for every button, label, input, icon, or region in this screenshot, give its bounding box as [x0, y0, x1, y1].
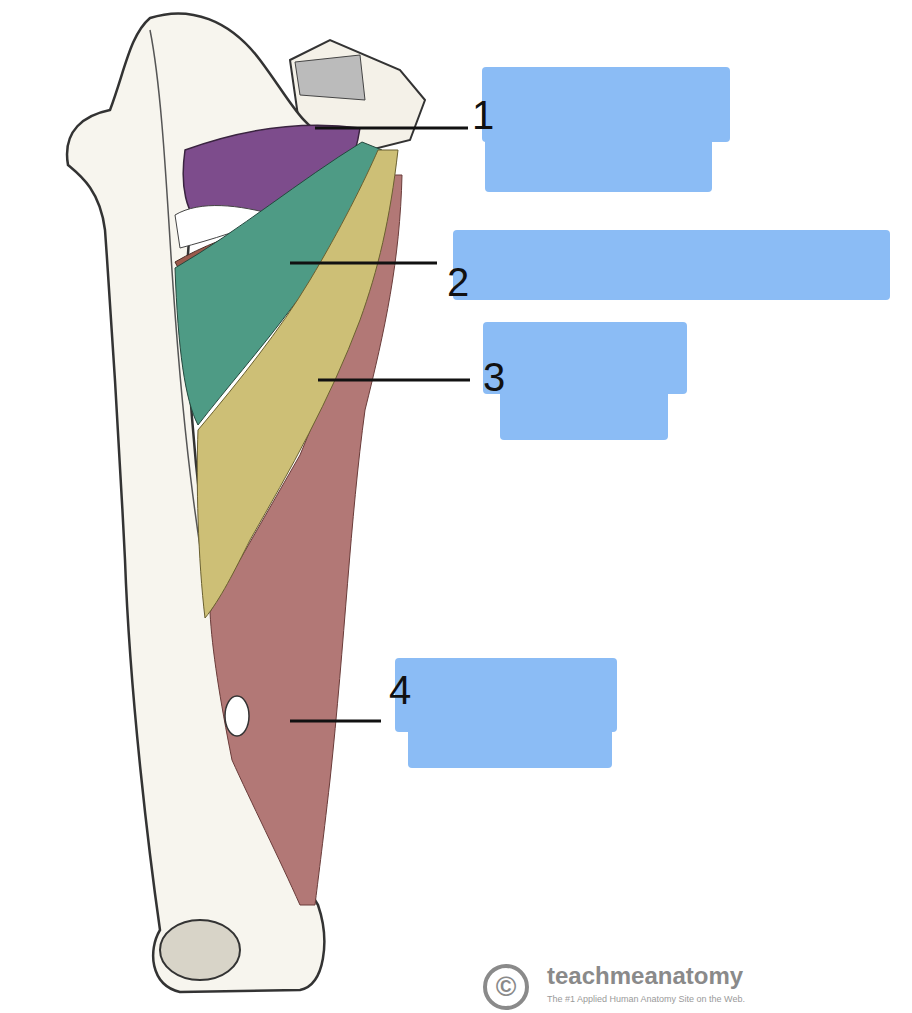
cover-box — [395, 658, 617, 732]
cover-box — [408, 728, 612, 768]
cover-box — [485, 138, 712, 192]
pubic-surface — [295, 55, 365, 100]
condyle — [160, 920, 240, 980]
copyright-ring — [485, 966, 527, 1008]
watermark-subtitle: The #1 Applied Human Anatomy Site on the… — [547, 995, 745, 1004]
muscle-yellow — [197, 150, 398, 618]
leader-line — [290, 720, 381, 723]
leader-line — [315, 127, 468, 130]
answer-covers — [395, 67, 890, 768]
cover-box — [453, 230, 890, 300]
leader-lines — [290, 128, 470, 721]
callout-number: 1 — [472, 95, 494, 135]
callout-number: 4 — [389, 670, 411, 710]
leader-line — [290, 262, 437, 265]
copyright-symbol: © — [496, 973, 517, 1001]
cover-box — [483, 322, 687, 394]
cover-box — [500, 390, 668, 440]
nutrient-foramen — [225, 696, 249, 736]
callout-number: 3 — [483, 357, 505, 397]
callout-number: 2 — [447, 262, 469, 302]
leader-line — [318, 379, 470, 382]
watermark-title: teachmeanatomy — [547, 964, 743, 988]
cover-box — [482, 67, 730, 142]
